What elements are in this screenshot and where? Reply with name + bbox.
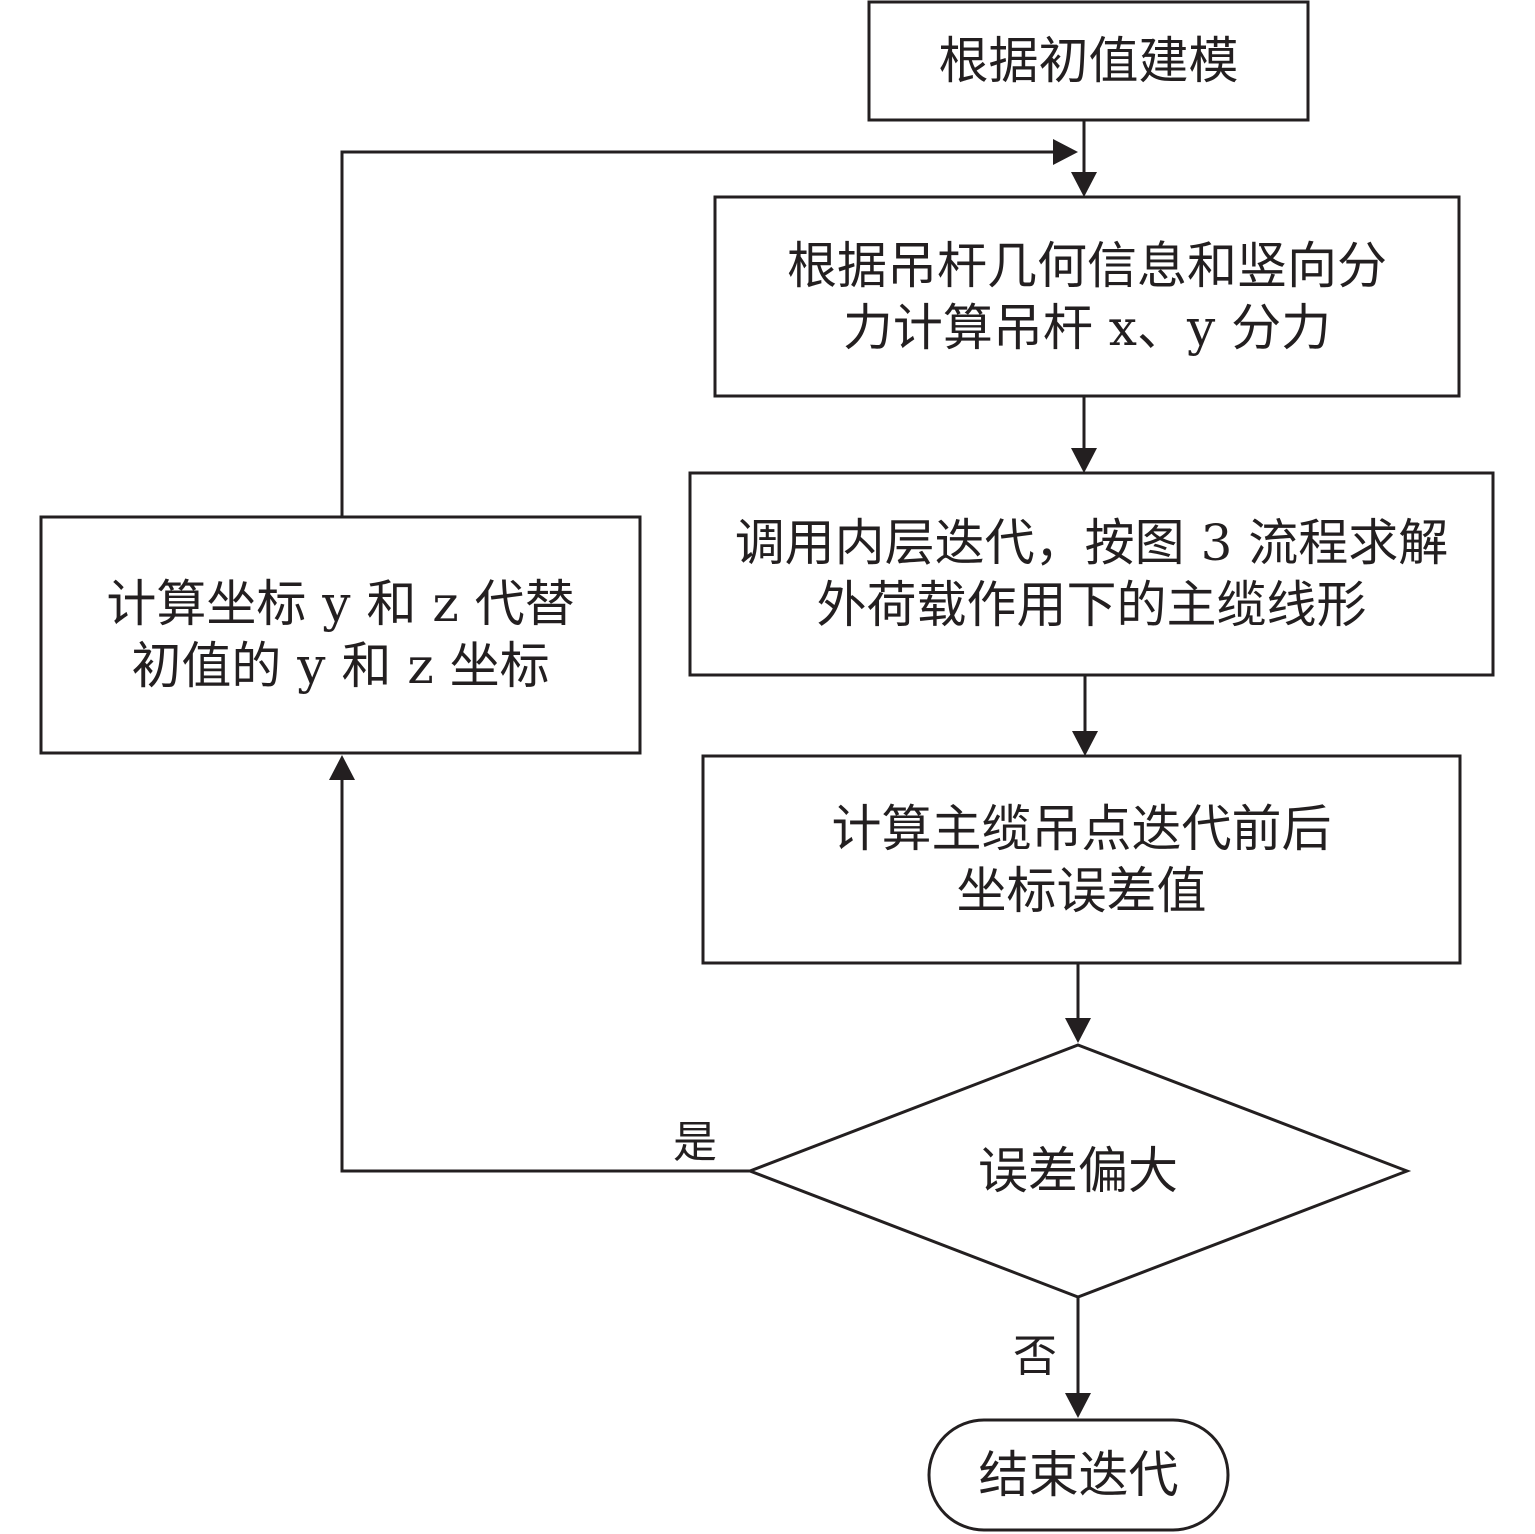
compute-forces-text: 根据吊杆几何信息和竖向分 力计算吊杆 x、y 分力 (715, 197, 1459, 396)
compute-error-text: 计算主缆吊点迭代前后 坐标误差值 (703, 756, 1460, 963)
compute-forces-line-1: 根据吊杆几何信息和竖向分 (787, 236, 1387, 295)
inner-iteration-line-2: 外荷载作用下的主缆线形 (816, 576, 1367, 634)
compute-error-line-1: 计算主缆吊点迭代前后 (831, 799, 1332, 858)
inner-iteration-text: 调用内层迭代，按图 3 流程求解 外荷载作用下的主缆线形 (690, 473, 1493, 675)
arrowhead-update (329, 755, 355, 780)
arrowhead-error (1072, 731, 1098, 756)
start-node-text: 根据初值建模 (869, 2, 1308, 120)
edge-decision-yes-loop (340, 780, 750, 1173)
arrowhead-decision (1065, 1018, 1091, 1043)
compute-error-box (701, 754, 1462, 965)
arrowhead-inner (1071, 448, 1097, 473)
end-terminator (927, 1418, 1230, 1532)
update-coords-line-2: 初值的 y 和 z 坐标 (131, 637, 550, 695)
compute-error-line-2: 坐标误差值 (956, 861, 1207, 920)
end-line-1: 结束迭代 (978, 1446, 1179, 1504)
start-box (867, 0, 1310, 122)
decision-text: 误差偏大 (850, 1121, 1306, 1221)
edge-label-yes: 是 (673, 1117, 717, 1168)
update-coords-text: 计算坐标 y 和 z 代替 初值的 y 和 z 坐标 (41, 517, 640, 753)
compute-forces-line-2: 力计算吊杆 x、y 分力 (842, 298, 1332, 357)
arrowhead-end (1065, 1393, 1091, 1418)
update-coords-line-1: 计算坐标 y 和 z 代替 (106, 575, 575, 633)
end-node-text: 结束迭代 (929, 1420, 1228, 1530)
compute-forces-box (713, 195, 1461, 398)
inner-iteration-line-1: 调用内层迭代，按图 3 流程求解 (734, 514, 1449, 572)
decision-line-1: 误差偏大 (978, 1142, 1178, 1200)
edge-update-to-forces-loop (340, 150, 1055, 517)
arrowhead-loop-return (1053, 139, 1078, 165)
edge-label-no: 否 (1013, 1331, 1057, 1382)
inner-iteration-box (688, 471, 1495, 677)
arrowhead-forces (1071, 172, 1097, 197)
start-line-1: 根据初值建模 (938, 32, 1239, 90)
